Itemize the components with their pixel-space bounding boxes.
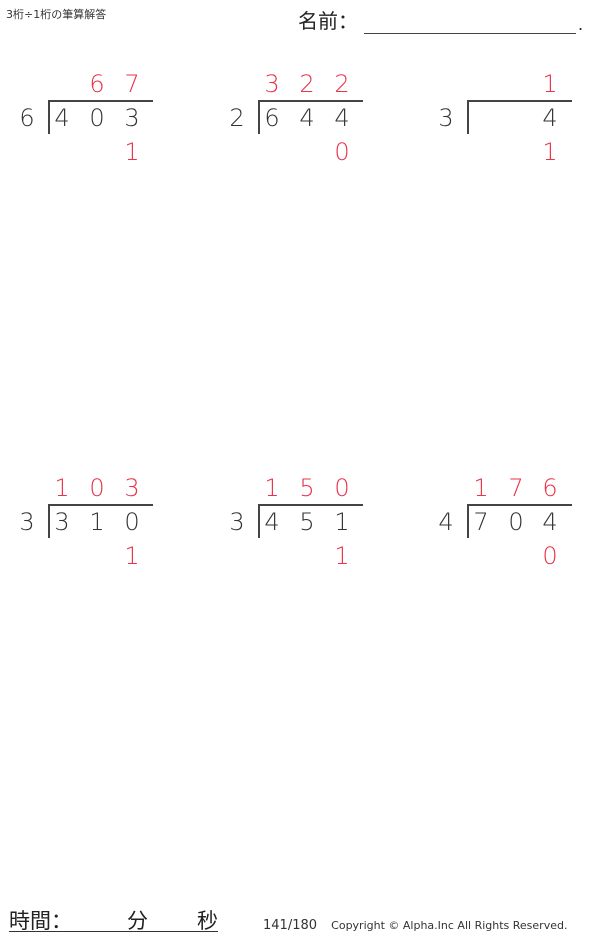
dividend-digit: 6	[264, 104, 280, 132]
division-problem-3: 1 3 4 1	[419, 72, 599, 172]
quotient-digit: 7	[124, 70, 140, 98]
quotient-digit: 0	[334, 474, 350, 502]
remainder: 0	[334, 138, 350, 166]
division-bracket-left	[467, 100, 469, 134]
dividend-digit: 4	[54, 104, 70, 132]
quotient-digit: 1	[264, 474, 280, 502]
quotient-digit: 3	[264, 70, 280, 98]
remainder: 0	[542, 542, 558, 570]
quotient-digit: 7	[508, 474, 524, 502]
divisor: 3	[438, 104, 454, 132]
dividend-digit: 0	[508, 508, 524, 536]
dividend-digit: 1	[334, 508, 350, 536]
dividend-digit: 4	[542, 104, 558, 132]
divisor: 2	[229, 104, 245, 132]
quotient-digit: 1	[473, 474, 489, 502]
copyright: Copyright © Alpha.Inc All Rights Reserve…	[331, 919, 568, 932]
division-bracket-left	[467, 504, 469, 538]
division-problem-2: 3 2 2 2 6 4 4 0	[210, 72, 390, 172]
name-end-dot: .	[578, 15, 584, 34]
time-record-field[interactable]: 時間： 分 秒	[9, 905, 218, 933]
footer-info: 141/180 Copyright © Alpha.Inc All Rights…	[263, 918, 567, 933]
worksheet-title: 3桁÷1桁の筆算解答	[6, 8, 107, 21]
quotient-digit: 5	[299, 474, 315, 502]
dividend-digit: 4	[334, 104, 350, 132]
dividend-digit: 4	[299, 104, 315, 132]
division-bracket-top	[467, 100, 572, 102]
divisor: 6	[19, 104, 35, 132]
quotient-digit: 1	[54, 474, 70, 502]
dividend-digit: 1	[89, 508, 105, 536]
name-label: 名前：	[298, 9, 358, 33]
division-problem-5: 1 5 0 3 4 5 1 1	[210, 476, 390, 576]
quotient-digit: 2	[334, 70, 350, 98]
page-number: 141/180	[263, 918, 318, 933]
dividend-digit: 0	[124, 508, 140, 536]
divisor: 3	[19, 508, 35, 536]
name-input-line[interactable]	[364, 11, 576, 34]
division-bracket-left	[258, 100, 260, 134]
division-bracket-top	[258, 504, 363, 506]
division-bracket-left	[258, 504, 260, 538]
division-bracket-top	[48, 504, 153, 506]
remainder: 1	[334, 542, 350, 570]
division-bracket-left	[48, 100, 50, 134]
divisor: 3	[229, 508, 245, 536]
division-problem-1: 6 7 6 4 0 3 1	[0, 72, 180, 172]
quotient-digit: 1	[542, 70, 558, 98]
quotient-digit: 2	[299, 70, 315, 98]
dividend-digit: 4	[264, 508, 280, 536]
divisor: 4	[438, 508, 454, 536]
dividend-digit: 5	[299, 508, 315, 536]
quotient-digit: 3	[124, 474, 140, 502]
dividend-digit: 0	[89, 104, 105, 132]
division-problem-4: 1 0 3 3 3 1 0 1	[0, 476, 180, 576]
quotient-digit: 0	[89, 474, 105, 502]
division-bracket-top	[467, 504, 572, 506]
dividend-digit: 7	[473, 508, 489, 536]
division-bracket-top	[48, 100, 153, 102]
dividend-digit: 3	[54, 508, 70, 536]
dividend-digit: 4	[542, 508, 558, 536]
seconds-label: 秒	[197, 909, 218, 933]
dividend-digit: 3	[124, 104, 140, 132]
division-problem-6: 1 7 6 4 7 0 4 0	[419, 476, 599, 576]
quotient-digit: 6	[542, 474, 558, 502]
remainder: 1	[124, 138, 140, 166]
time-label: 時間：	[9, 909, 72, 933]
name-field-area: 名前： .	[298, 5, 583, 34]
remainder: 1	[542, 138, 558, 166]
remainder: 1	[124, 542, 140, 570]
division-bracket-top	[258, 100, 363, 102]
division-bracket-left	[48, 504, 50, 538]
quotient-digit: 6	[89, 70, 105, 98]
minutes-label: 分	[127, 909, 148, 933]
